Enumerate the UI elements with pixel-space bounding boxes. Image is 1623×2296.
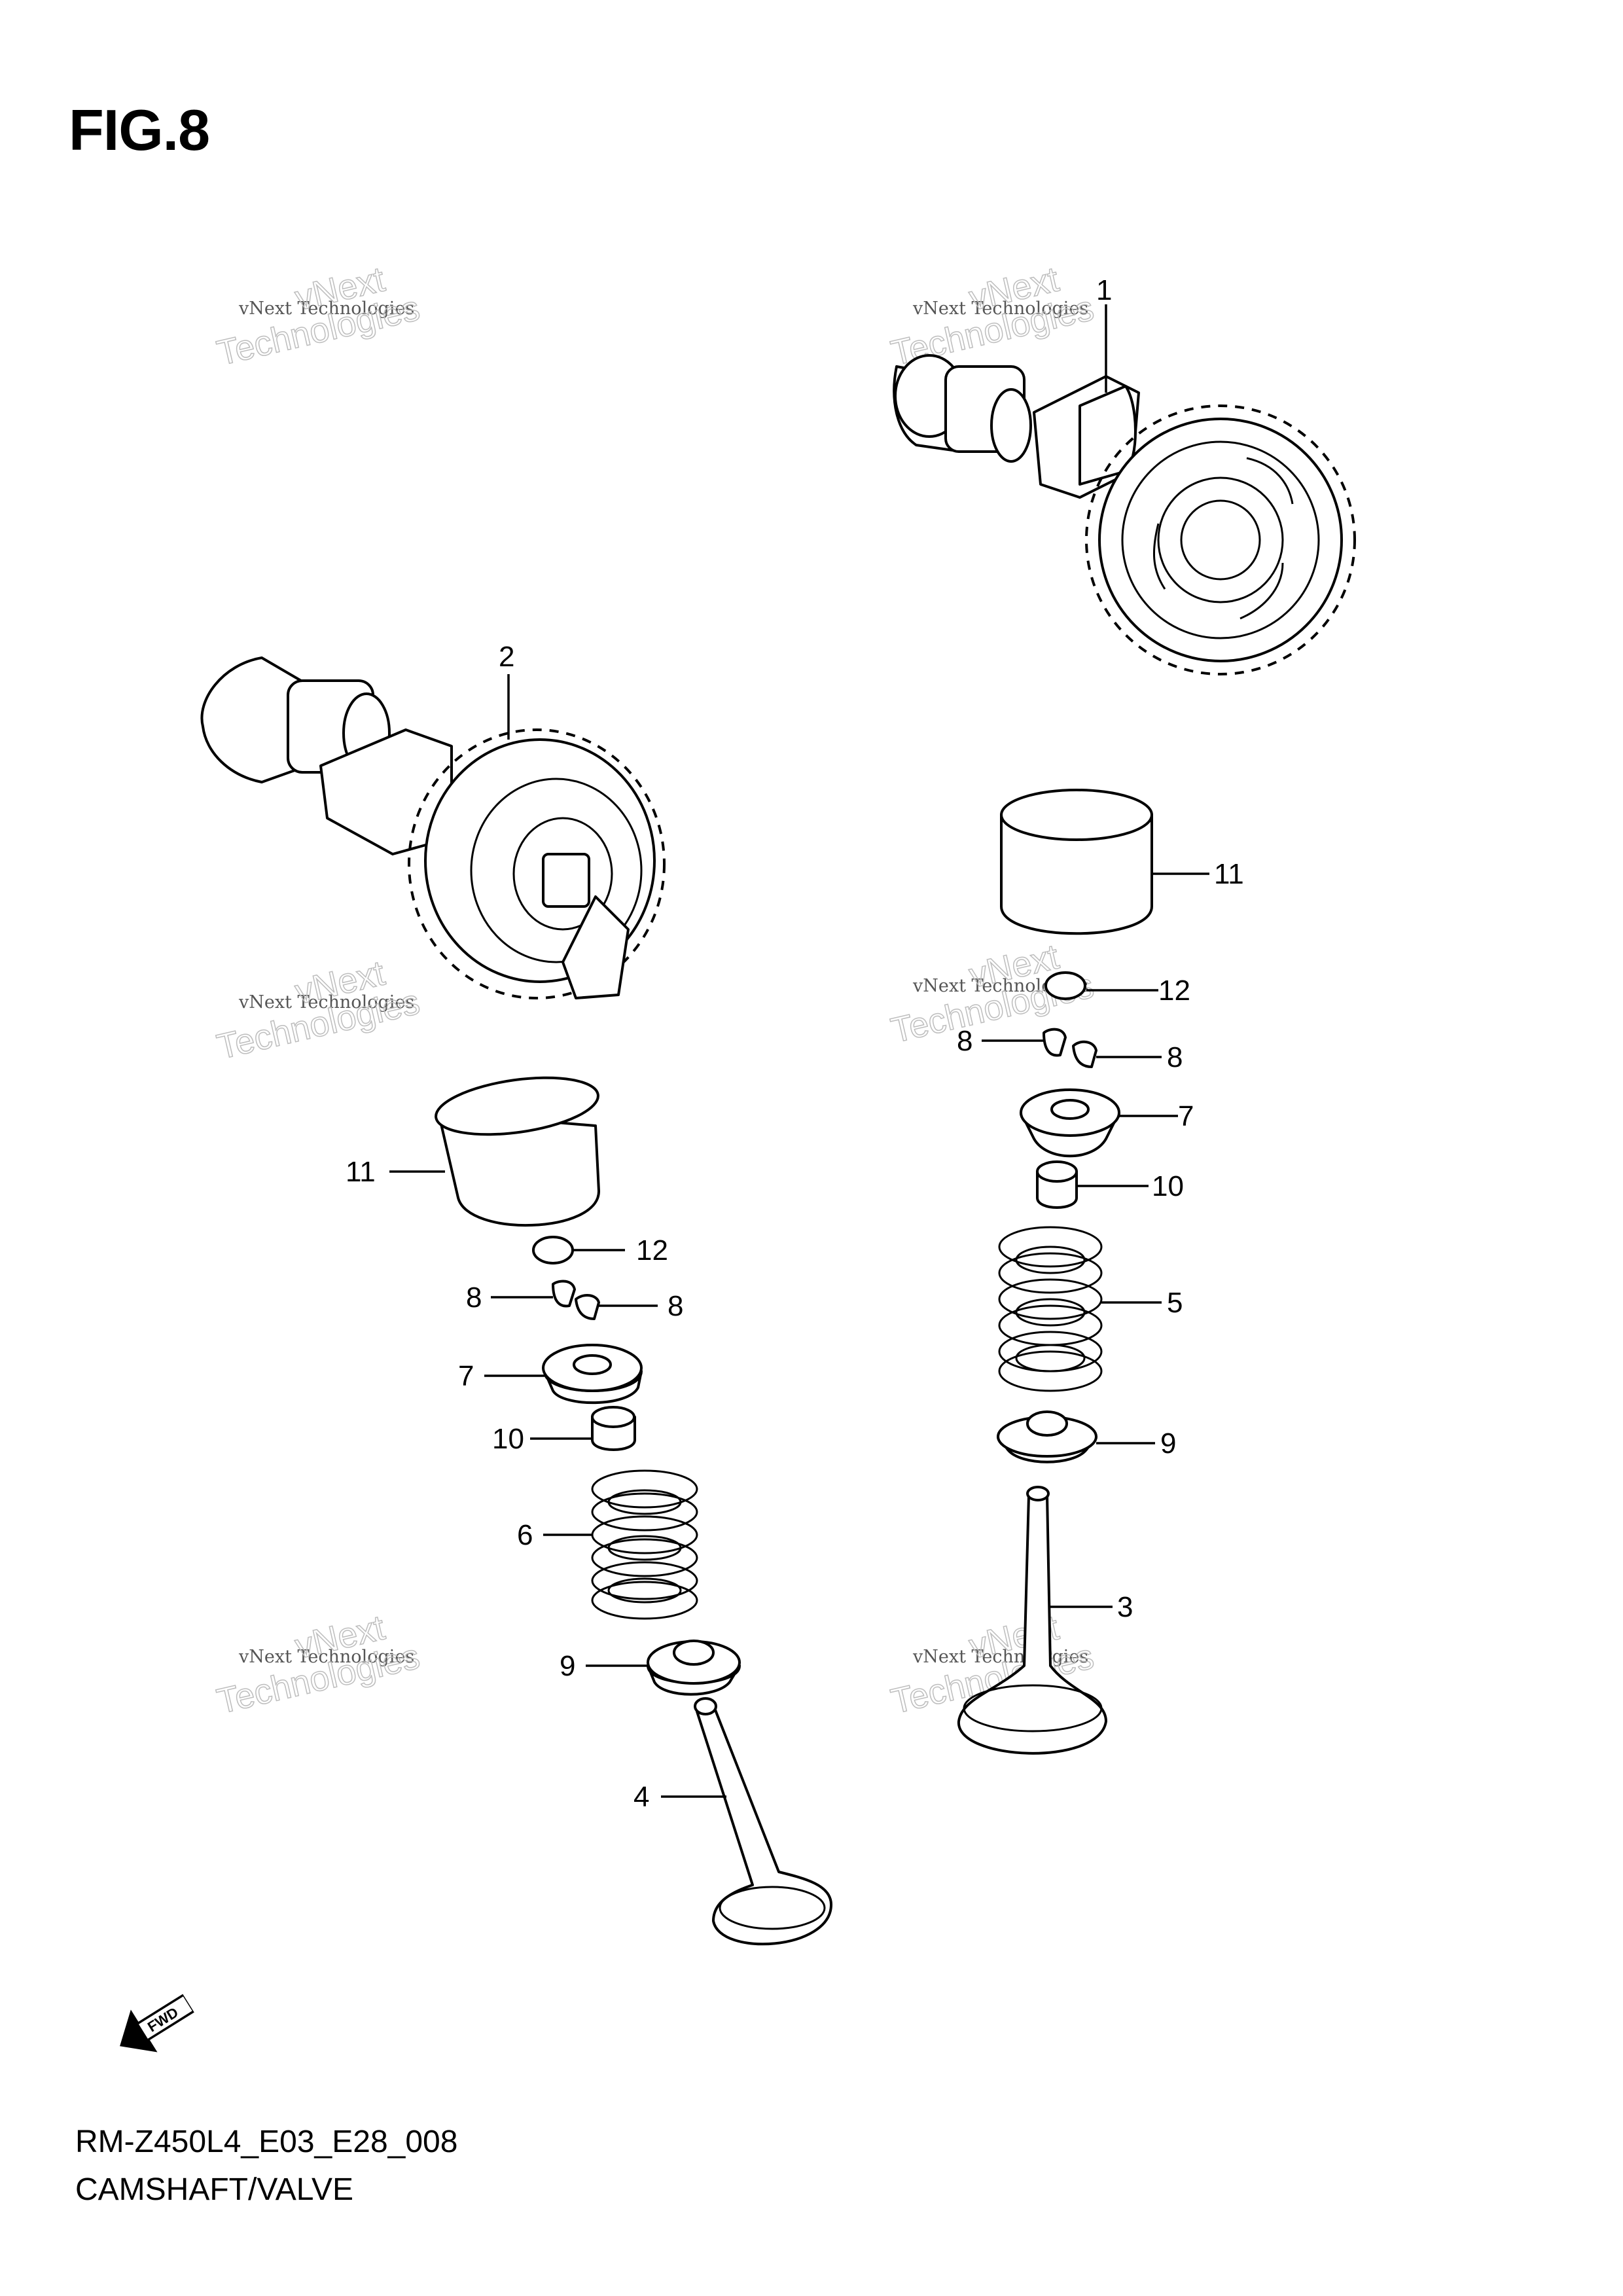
callout-numbers: 1 2 11 12 8 8 7 10 5 9 3 11 12 8 8 7 10 …: [346, 274, 1244, 1813]
callout-7: 7: [1178, 1100, 1194, 1132]
right-valve-stack: [957, 789, 1153, 1755]
part-10-stem-seal: [1036, 1160, 1078, 1209]
diagram-code: RM-Z450L4_E03_E28_008: [75, 2125, 458, 2159]
part-2-camshaft: [200, 656, 666, 999]
callout-7: 7: [458, 1360, 474, 1392]
callout-8: 8: [957, 1025, 972, 1057]
callout-4: 4: [633, 1781, 649, 1813]
part-10-stem-seal: [591, 1406, 636, 1451]
figure-title: FIG.8: [69, 98, 210, 162]
callout-10: 10: [1152, 1170, 1184, 1202]
part-9-spring-seat: [647, 1640, 741, 1696]
watermark-text: vNext Technologies: [912, 298, 1088, 319]
part-4-exhaust-valve: [694, 1697, 832, 1946]
leader-lines: [389, 304, 1209, 1798]
part-8-cotter: [552, 1280, 576, 1308]
callout-6: 6: [517, 1519, 533, 1551]
callout-3: 3: [1117, 1591, 1133, 1623]
part-7-retainer: [1020, 1088, 1120, 1158]
part-12-shim: [532, 1236, 574, 1265]
left-valve-stack: [435, 1076, 832, 1946]
cam-sprocket: [408, 728, 666, 999]
part-9-spring-seat: [997, 1410, 1097, 1463]
part-8-cotter: [1072, 1040, 1097, 1068]
part-5-valve-spring: [998, 1226, 1103, 1392]
callout-11: 11: [1214, 858, 1244, 890]
part-12-shim: [1044, 971, 1086, 1000]
watermark-text: vNext Technologies: [238, 992, 414, 1013]
callout-10: 10: [492, 1423, 524, 1455]
part-11-tappet: [1000, 789, 1153, 935]
part-6-valve-spring: [591, 1469, 698, 1620]
callout-8: 8: [668, 1290, 683, 1322]
callout-9: 9: [560, 1650, 575, 1682]
watermark-group: vNext Technologies Technologies vNext vN…: [213, 259, 1097, 1722]
callout-1: 1: [1096, 274, 1112, 306]
part-3-intake-valve: [957, 1486, 1107, 1755]
part-8-cotter: [1043, 1028, 1067, 1057]
callout-2: 2: [499, 641, 514, 673]
fwd-arrow-icon: FWD: [120, 1994, 194, 2053]
callout-8: 8: [1167, 1041, 1183, 1073]
callout-12: 12: [1158, 975, 1190, 1007]
diagram-name: CAMSHAFT/VALVE: [75, 2172, 353, 2207]
watermark-text: vNext Technologies: [238, 1647, 414, 1667]
callout-9: 9: [1160, 1427, 1176, 1460]
cam-sprocket: [1085, 404, 1356, 675]
part-8-cotter: [575, 1294, 600, 1320]
callout-11: 11: [346, 1156, 376, 1188]
part-11-tappet: [435, 1076, 600, 1227]
part-7-retainer: [542, 1344, 643, 1405]
callout-5: 5: [1167, 1287, 1183, 1319]
callout-12: 12: [636, 1234, 668, 1266]
part-1-camshaft: [893, 354, 1356, 675]
watermark-text: vNext Technologies: [912, 1647, 1088, 1667]
watermark-text: vNext Technologies: [238, 298, 414, 319]
callout-8: 8: [466, 1282, 482, 1314]
